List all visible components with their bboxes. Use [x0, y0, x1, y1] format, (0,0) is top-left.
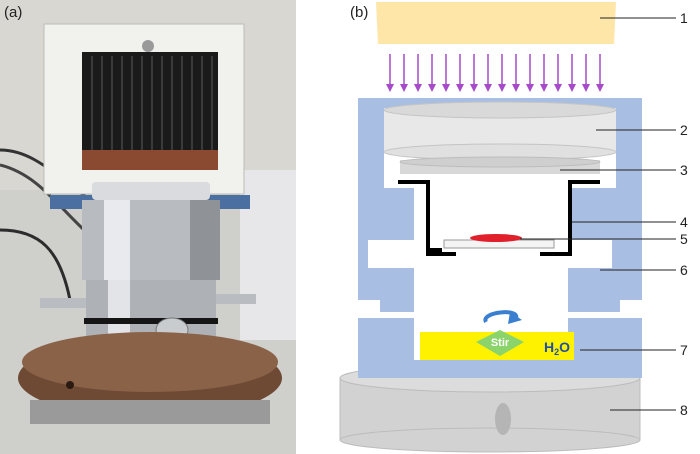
callout-lines	[520, 17, 676, 411]
stir-arrowhead	[508, 312, 522, 324]
sample-holder-left	[398, 180, 456, 256]
photo-base-hole	[66, 381, 74, 389]
photo-heatsink	[82, 52, 218, 162]
callout-7: 7	[680, 342, 688, 358]
stir-diamond	[476, 330, 524, 356]
photo-copper-plate	[82, 150, 218, 170]
glass-disc-top	[399, 156, 601, 168]
stand-knob	[495, 403, 511, 435]
panel-a-label: (a)	[4, 4, 23, 21]
callout-4: 4	[680, 214, 688, 230]
stir-label: Stir	[491, 337, 510, 349]
light-source	[376, 2, 616, 44]
chamber-wall	[358, 98, 642, 378]
callout-3: 3	[680, 162, 688, 178]
photo-base-top	[22, 332, 278, 392]
water-label: H2O	[544, 339, 570, 357]
photo-lower-highlight	[108, 280, 130, 344]
chamber-gap	[344, 312, 652, 318]
photo-base-rim	[30, 400, 270, 424]
panel-b-label: (b)	[350, 4, 369, 21]
sample-holder-right	[540, 180, 600, 256]
photo-port-right	[216, 294, 256, 304]
photo-cylinder-shadow	[190, 200, 220, 280]
photo-port-left	[40, 298, 86, 308]
photo-oring	[84, 318, 218, 324]
sample-catalyst	[470, 234, 522, 242]
callout-6: 6	[680, 262, 688, 278]
stand-bottom	[339, 427, 641, 453]
light-arrows	[389, 54, 601, 88]
callout-1: 1	[680, 10, 688, 26]
photo-cylinder-highlight	[104, 200, 130, 280]
callout-5: 5	[680, 231, 688, 247]
callout-2: 2	[680, 122, 688, 138]
photo-screw	[142, 40, 154, 52]
quartz-window-top	[383, 101, 617, 119]
photo-cylinder-top	[92, 182, 210, 200]
photo-cable	[0, 228, 72, 301]
callout-8: 8	[680, 402, 688, 418]
light-arrowheads	[386, 84, 604, 92]
